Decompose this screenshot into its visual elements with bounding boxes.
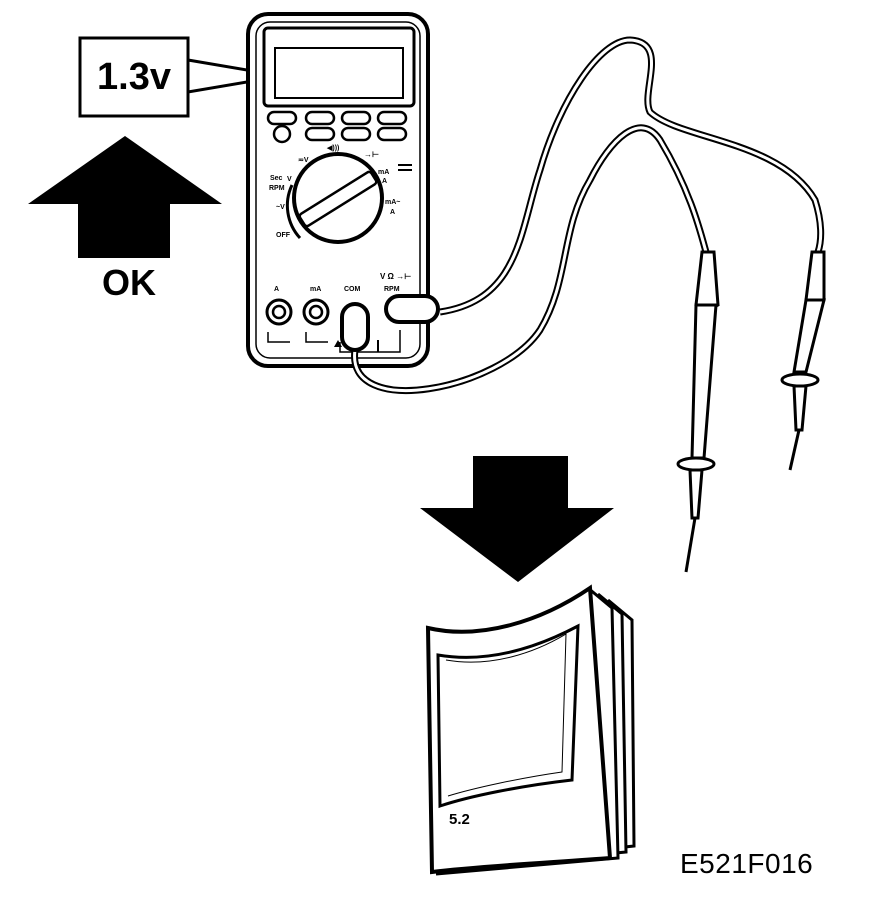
dial-label-diode: →⊢: [364, 149, 379, 159]
dial-label-mv: ~V: [276, 204, 285, 211]
ok-label: OK: [102, 262, 156, 303]
dial-label-ma-ac: mA~: [385, 199, 400, 206]
dial-label-a-ac: A: [390, 209, 395, 216]
dial-label-beep: ◀))): [326, 145, 339, 152]
dial-label-v: V: [287, 176, 292, 183]
dial-label-sec: Sec: [270, 175, 283, 182]
dial-label-off: OFF: [276, 232, 291, 239]
meter-buttons: [266, 110, 408, 144]
input-jacks: [265, 298, 330, 326]
manual-book-icon: [425, 584, 636, 876]
left-probe: [676, 250, 720, 573]
voltage-reading: 1.3v: [97, 55, 171, 98]
up-arrow-icon: [28, 136, 222, 258]
jack-label-a: A: [274, 286, 279, 293]
jack-label-rpm: RPM: [384, 286, 400, 293]
jack-label-com: COM: [344, 286, 361, 293]
callout-box: [78, 36, 190, 118]
rotary-dial: [285, 152, 412, 244]
dial-label-ma: mA: [378, 169, 389, 176]
dial-label-rpm: RPM: [269, 185, 285, 192]
right-probe: [780, 250, 826, 471]
dial-label-a: A: [382, 178, 387, 185]
multimeter: Sec RPM V ≂V ◀))) →⊢ ~V OFF mA A mA~ A A…: [246, 12, 430, 368]
dial-label-ac-v: ≂V: [298, 157, 309, 164]
jack-label-v-ohm: V Ω →⊢: [380, 271, 411, 281]
test-leads: [340, 36, 825, 394]
figure-id: E521F016: [680, 848, 814, 879]
down-arrow-icon: [420, 456, 614, 582]
manual-section-number: 5.2: [449, 811, 470, 828]
jack-label-ma: mA: [310, 286, 321, 293]
